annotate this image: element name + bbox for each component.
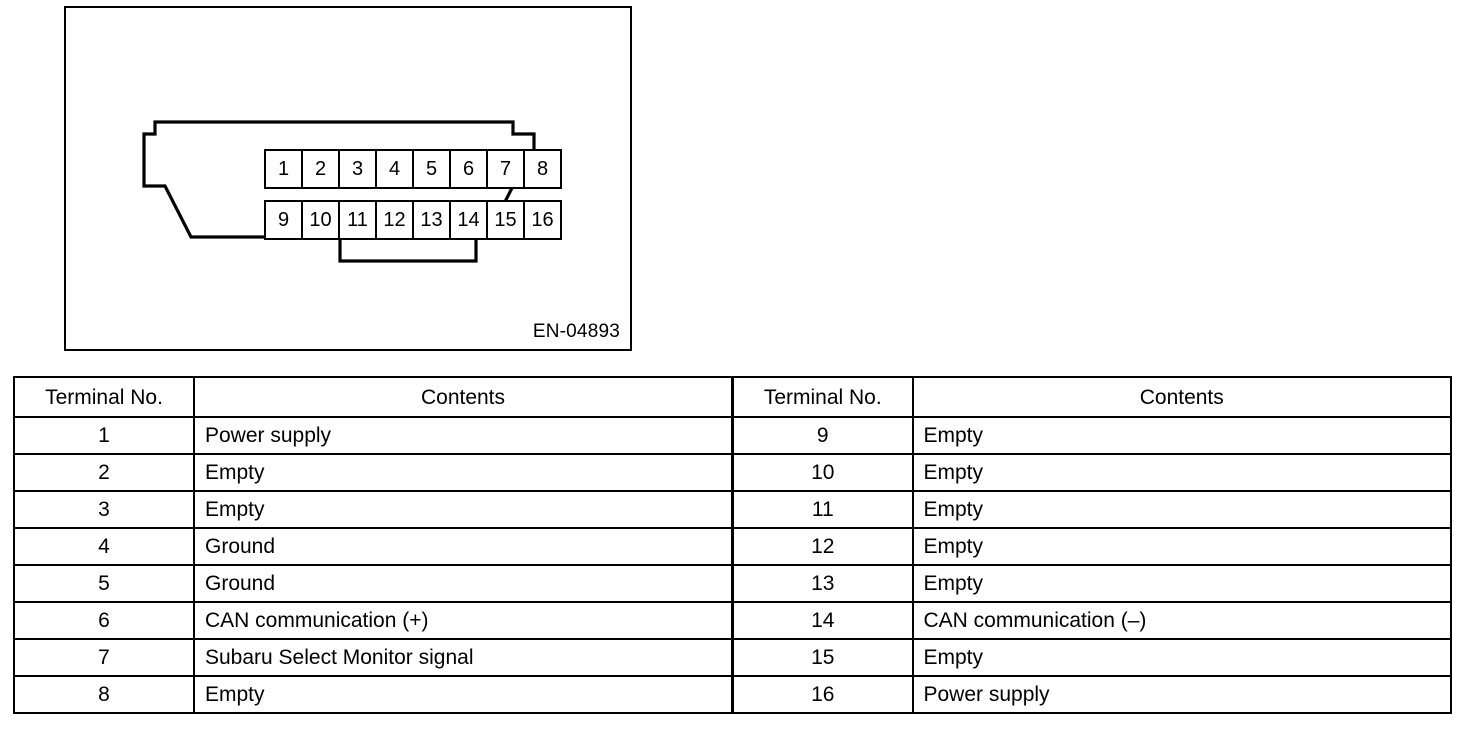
pin-cell-13: 13: [414, 202, 451, 238]
pin-row-divider: [264, 189, 562, 200]
table-row: 6 CAN communication (+) 14 CAN communica…: [13, 601, 1452, 640]
terminal-contents-table: Terminal No. Contents Terminal No. Conte…: [13, 376, 1452, 714]
table-row: 5 Ground 13 Empty: [13, 564, 1452, 603]
table-row: 1 Power supply 9 Empty: [13, 416, 1452, 455]
contents-left-text: Ground: [205, 535, 276, 558]
contents-left-text: Empty: [205, 461, 265, 484]
contents-left-text: Empty: [205, 683, 265, 706]
contents-right: Empty: [911, 453, 1452, 492]
contents-right-text: Empty: [923, 646, 984, 669]
pin-cell-15: 15: [488, 202, 525, 238]
pin-cell-11: 11: [340, 202, 377, 238]
figure-reference-caption: EN-04893: [532, 321, 620, 342]
pin-cell-3: 3: [340, 151, 377, 187]
contents-left-text: CAN communication (+): [205, 609, 429, 632]
contents-left: Empty: [193, 675, 734, 714]
terminal-no-left: 6: [13, 601, 195, 640]
contents-left-text: Empty: [205, 498, 265, 521]
pin-cell-2: 2: [303, 151, 340, 187]
header-terminal-no-left: Terminal No.: [13, 376, 195, 418]
pin-cell-16: 16: [525, 202, 560, 238]
terminal-no-right: 12: [731, 527, 914, 566]
contents-left-text: Power supply: [205, 424, 332, 447]
table-row: 3 Empty 11 Empty: [13, 490, 1452, 529]
terminal-no-right: 9: [731, 416, 914, 455]
header-contents-left: Contents: [193, 376, 734, 418]
contents-right: CAN communication (–): [911, 601, 1452, 640]
contents-left: Ground: [193, 564, 734, 603]
pin-cell-9: 9: [266, 202, 303, 238]
pin-cell-4: 4: [377, 151, 414, 187]
contents-right-text: Empty: [923, 572, 984, 595]
header-terminal-no-right: Terminal No.: [731, 376, 914, 418]
table-row: 8 Empty 16 Power supply: [13, 675, 1452, 714]
table-row: 2 Empty 10 Empty: [13, 453, 1452, 492]
contents-right: Power supply: [911, 675, 1452, 714]
terminal-no-right: 15: [731, 638, 914, 677]
contents-right-text: Power supply: [923, 683, 1050, 706]
pin-cell-8: 8: [525, 151, 560, 187]
contents-left: Empty: [193, 453, 734, 492]
pin-cell-12: 12: [377, 202, 414, 238]
table-row: 7 Subaru Select Monitor signal 15 Empty: [13, 638, 1452, 677]
contents-right-text: Empty: [923, 498, 984, 521]
contents-left: Subaru Select Monitor signal: [193, 638, 734, 677]
contents-right-text: Empty: [923, 424, 984, 447]
terminal-no-left: 7: [13, 638, 195, 677]
contents-right: Empty: [911, 416, 1452, 455]
terminal-no-left: 5: [13, 564, 195, 603]
contents-right-text: Empty: [923, 535, 984, 558]
contents-right: Empty: [911, 638, 1452, 677]
table-row: 4 Ground 12 Empty: [13, 527, 1452, 566]
pin-row-top: 1 2 3 4 5 6 7 8: [264, 149, 562, 189]
contents-left: Empty: [193, 490, 734, 529]
contents-right: Empty: [911, 564, 1452, 603]
pin-cell-10: 10: [303, 202, 340, 238]
contents-right-text: Empty: [923, 461, 984, 484]
table-header-row: Terminal No. Contents Terminal No. Conte…: [13, 376, 1452, 418]
terminal-no-left: 8: [13, 675, 195, 714]
contents-left-text: Ground: [205, 572, 276, 595]
terminal-no-left: 4: [13, 527, 195, 566]
terminal-no-left: 1: [13, 416, 195, 455]
terminal-no-right: 13: [731, 564, 914, 603]
contents-left: CAN communication (+): [193, 601, 734, 640]
contents-left-text: Subaru Select Monitor signal: [205, 646, 474, 669]
pin-cell-1: 1: [266, 151, 303, 187]
pin-number-grid: 1 2 3 4 5 6 7 8 9 10 11 12 13 14 15 16: [264, 149, 562, 240]
contents-right-text: CAN communication (–): [923, 609, 1147, 632]
terminal-no-right: 10: [731, 453, 914, 492]
pin-cell-6: 6: [451, 151, 488, 187]
pin-cell-14: 14: [451, 202, 488, 238]
contents-left: Ground: [193, 527, 734, 566]
terminal-no-right: 16: [731, 675, 914, 714]
terminal-no-left: 2: [13, 453, 195, 492]
terminal-no-left: 3: [13, 490, 195, 529]
pin-row-bottom: 9 10 11 12 13 14 15 16: [264, 200, 562, 240]
contents-right: Empty: [911, 527, 1452, 566]
contents-right: Empty: [911, 490, 1452, 529]
terminal-no-right: 14: [731, 601, 914, 640]
connector-figure-panel: 1 2 3 4 5 6 7 8 9 10 11 12 13 14 15 16 E…: [64, 6, 632, 351]
terminal-no-right: 11: [731, 490, 914, 529]
pin-cell-7: 7: [488, 151, 525, 187]
header-contents-right: Contents: [911, 376, 1452, 418]
pin-cell-5: 5: [414, 151, 451, 187]
contents-left: Power supply: [193, 416, 734, 455]
